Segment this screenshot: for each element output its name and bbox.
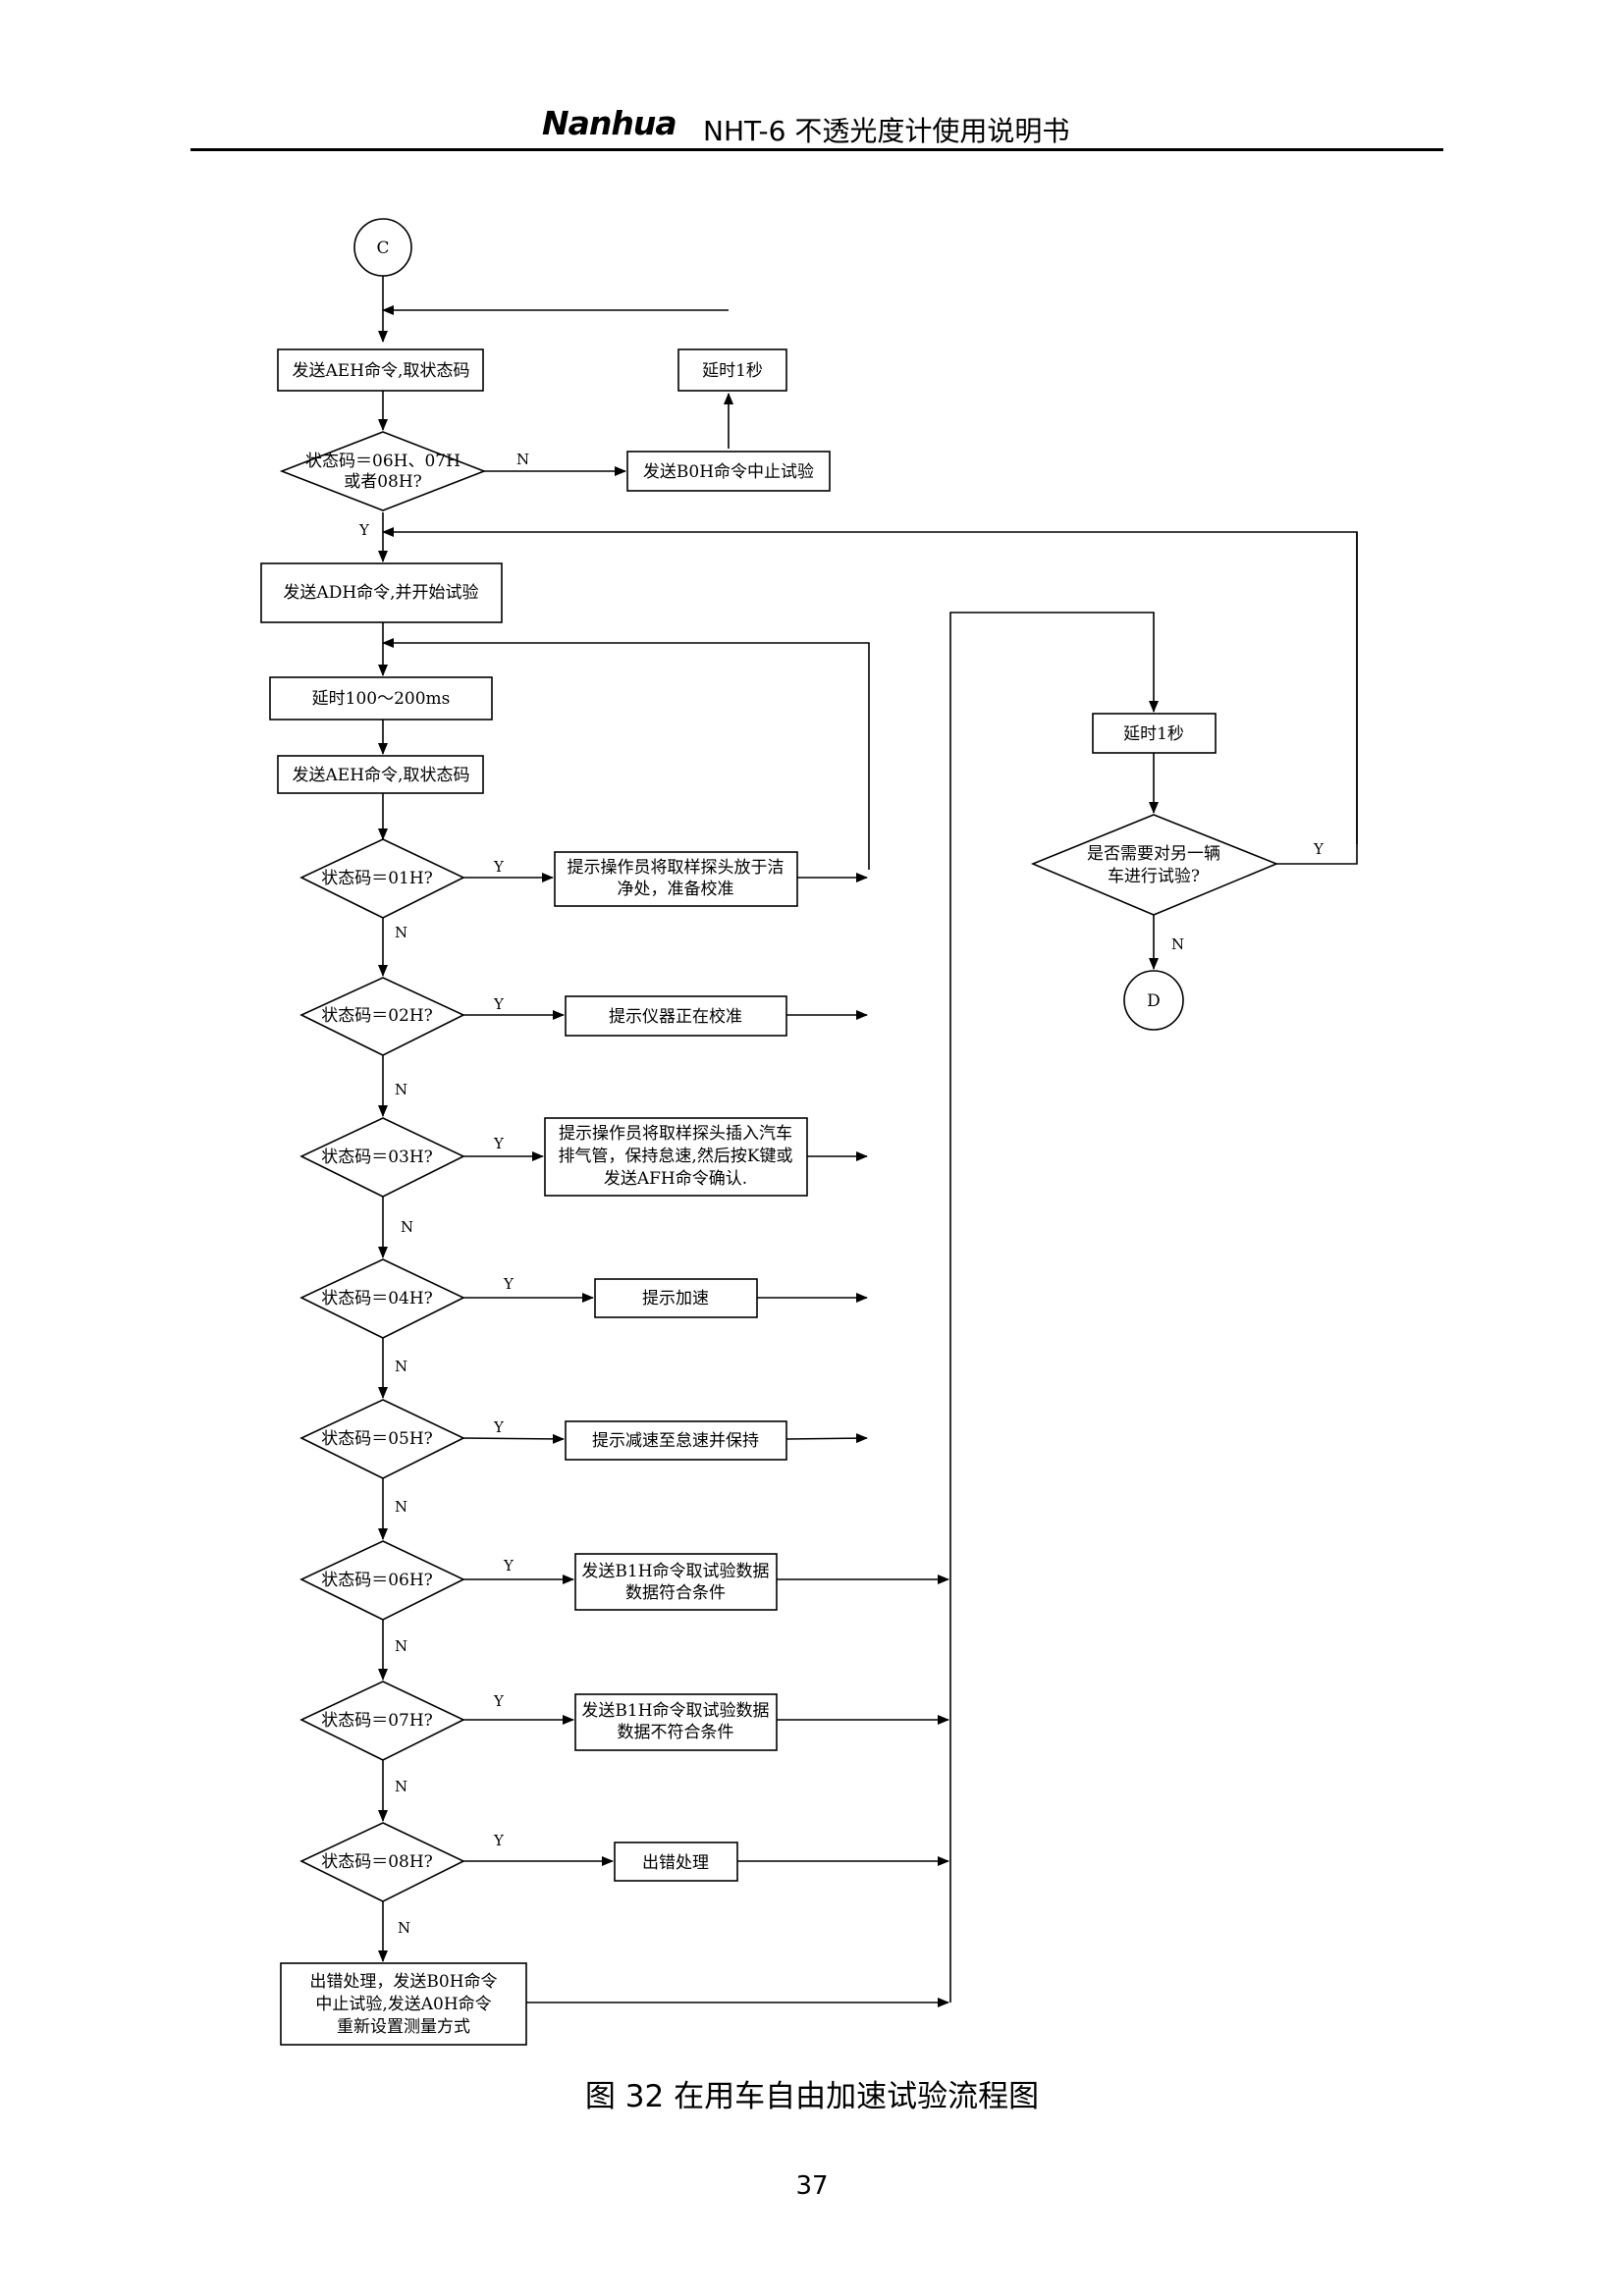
label-yes: Y [1313,840,1325,858]
s03-label: 状态码＝03H? [321,1148,433,1167]
label-no: N [516,451,529,468]
label-yes: Y [358,521,370,539]
s08-action-label: 出错处理 [642,1853,709,1873]
s06-label: 状态码＝06H? [321,1571,433,1590]
process-s07-action [574,1693,778,1751]
decision-s08 [299,1822,465,1902]
label-no: N [401,1218,413,1236]
process-s06-action [574,1553,778,1611]
page-number: 37 [795,2171,829,2201]
s04-label: 状态码＝04H? [321,1289,433,1308]
decision-s03 [299,1117,465,1198]
flow-line [460,1433,565,1444]
error-final-line3: 重新设置测量方式 [337,2017,470,2037]
figure-caption: 图 32 在用车自由加速试验流程图 [584,2079,1040,2114]
s01-action-line2: 净处，准备校准 [618,880,734,899]
header-divider [190,148,1443,151]
decision-another-vehicle [1030,814,1279,916]
loop-line [382,638,870,870]
s07-action-line1: 发送B1H命令取试验数据 [581,1701,769,1721]
process-send-ad-start [260,562,503,623]
flow-line [785,1433,868,1444]
loop-line [382,527,1358,844]
process-s02-action [565,995,787,1037]
process-s04-action [594,1278,758,1318]
decision-s01 [299,838,465,919]
s05-action-label: 提示减速至怠速并保持 [592,1431,759,1451]
label-yes: Y [493,1135,505,1152]
process-s03-action [544,1117,808,1197]
brand-logo: Nanhua [542,104,677,142]
another-vehicle-line1: 是否需要对另一辆 [1087,844,1220,864]
s07-label: 状态码＝07H? [321,1711,433,1731]
connector-d [1123,970,1184,1031]
label-yes: Y [493,995,505,1013]
label-no: N [395,1081,407,1098]
send-ad-start-label: 发送ADH命令,并开始试验 [283,583,478,603]
decision-s06 [299,1540,465,1621]
process-send-ae-2 [277,755,484,794]
process-send-ae-1 [277,348,484,392]
label-no: N [395,924,407,941]
process-delay-100-200 [269,676,493,721]
decision-s04 [299,1258,465,1339]
send-b0-stop-label: 发送B0H命令中止试验 [643,462,814,482]
s05-label: 状态码＝05H? [321,1429,433,1449]
error-final-line2: 中止试验,发送A0H命令 [315,1995,491,2014]
check-678-line2: 或者08H? [344,472,422,492]
s03-action-line1: 提示操作员将取样探头插入汽车 [559,1124,792,1144]
s03-action-line2: 排气管，保持怠速,然后按K键或 [558,1147,792,1166]
delay-100-200-label: 延时100～200ms [312,689,451,709]
s06-action-line1: 发送B1H命令取试验数据 [581,1562,769,1581]
connector-d-label: D [1147,991,1161,1011]
s02-label: 状态码＝02H? [321,1006,433,1026]
process-s08-action [614,1842,738,1882]
process-delay-1s-top [677,348,787,392]
s06-action-line2: 数据符合条件 [625,1583,726,1603]
s04-action-label: 提示加速 [642,1289,709,1308]
s08-label: 状态码＝08H? [321,1852,433,1872]
check-678-line1: 状态码＝06H、07H [305,452,460,471]
label-no: N [395,1778,407,1795]
join-line [949,612,1159,2002]
error-final-line1: 出错处理，发送B0H命令 [309,1972,497,1992]
delay-1s-top-label: 延时1秒 [702,361,763,381]
connector-c [353,218,412,277]
s01-label: 状态码＝01H? [321,869,433,888]
s07-action-line2: 数据不符合条件 [618,1723,734,1742]
process-s05-action [565,1420,787,1461]
s02-action-label: 提示仪器正在校准 [609,1007,742,1027]
label-no: N [395,1358,407,1375]
decision-s05 [299,1399,465,1479]
s03-action-line3: 发送AFH命令确认. [604,1169,747,1189]
label-yes: Y [503,1557,514,1575]
label-yes: Y [493,1832,505,1849]
process-s01-action [554,851,798,907]
label-yes: Y [493,1418,505,1436]
label-no: N [398,1919,410,1937]
send-ae-2-label: 发送AEH命令,取状态码 [293,766,470,785]
process-delay-1s-right [1092,713,1217,754]
decision-s07 [299,1681,465,1761]
label-yes: Y [493,858,505,876]
label-yes: Y [503,1275,514,1293]
label-no: N [395,1637,407,1655]
connector-c-label: C [376,239,389,258]
label-yes: Y [493,1692,505,1710]
document-title: NHT-6 不透光度计使用说明书 [703,115,1070,147]
process-error-final [280,1962,527,2046]
process-send-b0-stop [626,451,831,492]
label-no: N [1171,935,1184,953]
another-vehicle-line2: 车进行试验? [1108,867,1200,886]
delay-1s-right-label: 延时1秒 [1123,724,1184,744]
s01-action-line1: 提示操作员将取样探头放于洁 [568,858,785,878]
label-no: N [395,1498,407,1516]
decision-s02 [299,977,465,1056]
loop-line [1274,532,1358,865]
send-ae-1-label: 发送AEH命令,取状态码 [293,361,470,381]
decision-check-678 [279,431,487,511]
